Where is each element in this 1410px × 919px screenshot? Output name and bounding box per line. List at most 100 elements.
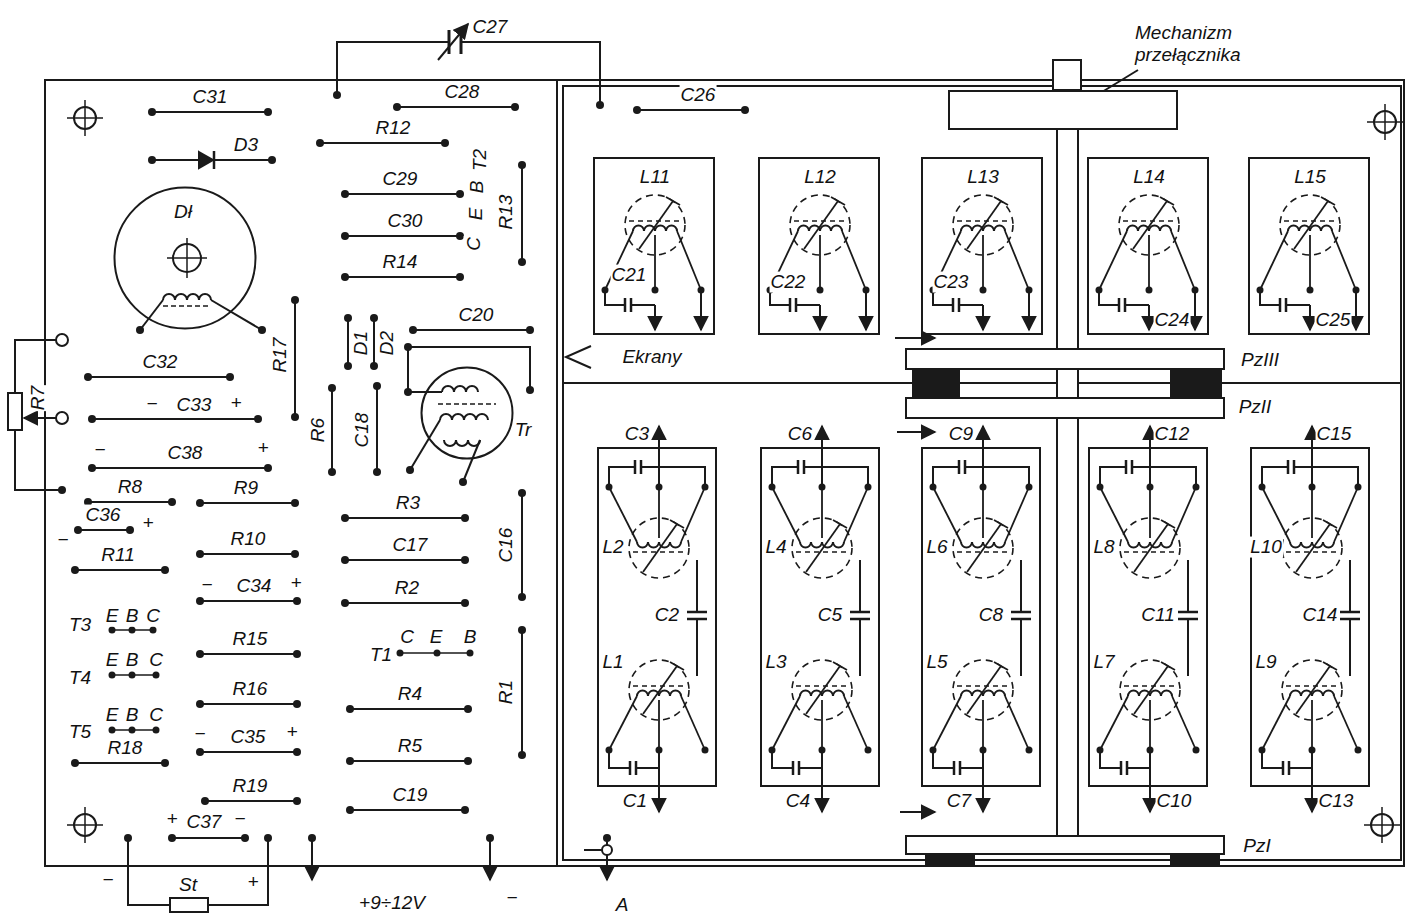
- capacitor-lead: [696, 619, 698, 676]
- component-footprint: [350, 708, 468, 710]
- node-label: C2: [654, 605, 680, 626]
- capacitor-lead: [1126, 304, 1149, 306]
- coil-screen: L14C24: [1087, 157, 1209, 335]
- solder-pad: [293, 797, 301, 805]
- solder-pad: [328, 384, 336, 392]
- coil-slug: [831, 197, 845, 205]
- speaker-coil: [163, 294, 211, 300]
- coil-winding: [961, 542, 1005, 548]
- solder-pad: [109, 727, 116, 734]
- coil-lead: [1005, 696, 1029, 750]
- trimmer-arrow: [438, 24, 468, 60]
- solder-pad: [196, 499, 204, 507]
- solder-pad: [404, 343, 412, 351]
- coil-lead: [772, 696, 800, 750]
- component-label: +: [289, 573, 302, 594]
- capacitor-plate: [1285, 298, 1288, 312]
- solder-pad: [341, 232, 349, 240]
- leader-line: [1102, 70, 1138, 92]
- signal-arrow: [895, 337, 935, 339]
- capacitor-plate: [959, 761, 962, 775]
- coil-core: [1124, 685, 1176, 686]
- transformer-winding: [444, 440, 480, 446]
- coil-slug: [1321, 197, 1335, 205]
- solder-pad: [346, 757, 354, 765]
- solder-pad: [129, 672, 136, 679]
- component-footprint: [88, 501, 172, 503]
- node-label: C7: [946, 791, 972, 812]
- node-label: L7: [1092, 652, 1115, 673]
- capacitor-lead: [859, 560, 861, 612]
- signal-arrow: [1148, 305, 1150, 330]
- solder-pad: [397, 650, 404, 657]
- node-label: C21: [611, 265, 648, 286]
- capacitor-plate: [1287, 460, 1290, 474]
- capacitor-lead: [1128, 767, 1150, 769]
- transformer-lead: [408, 391, 442, 393]
- switch-symbol: [170, 898, 208, 912]
- shaft-cap: [1053, 60, 1081, 90]
- solder-pad: [150, 627, 157, 634]
- component-footprint: [345, 193, 460, 195]
- capacitor-plate: [795, 298, 798, 312]
- coil-winding: [800, 542, 844, 548]
- capacitor-plate: [448, 30, 451, 54]
- coil-lead: [1309, 235, 1311, 290]
- capacitor-lead: [1020, 619, 1022, 676]
- coil-lead: [1311, 700, 1313, 750]
- node-label: C11: [1140, 605, 1175, 626]
- component-footprint: [88, 376, 230, 378]
- component-label: E: [466, 207, 487, 222]
- signal-arrow: [865, 290, 867, 330]
- node-label: L2: [601, 537, 624, 558]
- node-outline: [422, 368, 513, 459]
- capacitor-lead: [1349, 560, 1351, 612]
- coil-screen: C12L8C11L7C10: [1088, 447, 1208, 787]
- component-label: +: [229, 393, 242, 414]
- solder-pad: [58, 486, 66, 494]
- capacitor-lead: [982, 467, 984, 487]
- shaft-outline: [1056, 419, 1079, 835]
- hole-cross: [84, 100, 86, 136]
- component-footprint: [345, 235, 460, 237]
- component-label: B: [467, 180, 488, 195]
- capacitor-lead: [1295, 467, 1358, 487]
- coil-screen: L11C21: [593, 157, 715, 335]
- signal-arrow: [821, 750, 823, 812]
- component-label: St: [178, 875, 198, 896]
- node-label: C9: [948, 424, 974, 445]
- component-footprint: [637, 109, 745, 111]
- component-label: +: [246, 872, 259, 893]
- solder-pad: [71, 566, 79, 574]
- coil-screen: C6L4C5L3C4: [760, 447, 880, 787]
- capacitor-lead: [1100, 467, 1125, 487]
- coil-screen: L15C25: [1248, 157, 1370, 335]
- speaker-outline: Dł: [113, 186, 257, 330]
- coil-lead: [982, 487, 984, 538]
- coil-lead: [1100, 696, 1128, 750]
- solder-pad: [291, 413, 299, 421]
- component-label: R13: [496, 194, 517, 231]
- component-footprint: [92, 418, 258, 420]
- component-label: Ekrany: [621, 347, 682, 368]
- component-label: A: [615, 895, 630, 916]
- solder-pad: [461, 556, 469, 564]
- solder-pad: [333, 91, 341, 99]
- capacitor-lead: [1262, 467, 1287, 487]
- signal-arrow: [897, 431, 935, 433]
- component-label: C17: [392, 535, 429, 556]
- signal-arrow: [819, 305, 821, 330]
- component-label: D3: [233, 135, 259, 156]
- solder-pad: [341, 599, 349, 607]
- solder-pad: [161, 759, 169, 767]
- coil-slug: [1133, 201, 1167, 249]
- component-footprint: [373, 318, 375, 366]
- solder-pad: [153, 672, 160, 679]
- solder-pad: [526, 386, 534, 394]
- component-label: C27: [472, 17, 509, 38]
- coil-slug: [670, 662, 684, 670]
- component-footprint: [75, 762, 165, 764]
- solder-pad: [293, 650, 301, 658]
- capacitor-lead: [609, 750, 629, 768]
